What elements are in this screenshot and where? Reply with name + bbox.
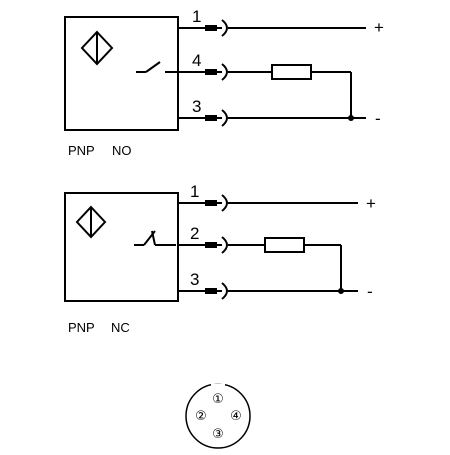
plug-arcs-nc xyxy=(205,194,228,300)
label-type-nc: PNP xyxy=(68,320,95,335)
pin-number-2-nc: 2 xyxy=(190,224,199,243)
sensor-symbol-icon xyxy=(80,30,114,66)
load-resistor-no xyxy=(271,64,312,80)
switch-no-icon xyxy=(136,61,178,73)
load-resistor-nc xyxy=(264,237,305,253)
terminal-minus-nc: - xyxy=(367,282,373,301)
terminal-plus-no: + xyxy=(374,18,384,37)
switch-nc-icon xyxy=(134,230,176,246)
terminal-plus-nc: + xyxy=(366,194,376,213)
pin-number-3-no: 3 xyxy=(192,97,201,116)
terminal-minus-no: - xyxy=(375,109,381,128)
plug-arcs-no xyxy=(205,19,228,127)
pin-number-1-nc: 1 xyxy=(190,182,199,201)
connector-pin-1: ① xyxy=(212,391,224,406)
connector-pinout: ① ② ③ ④ xyxy=(185,383,251,449)
label-mode-no: NO xyxy=(112,143,132,158)
pin-number-3-nc: 3 xyxy=(190,270,199,289)
circuit-pnp-no: 1 4 3 + - PNP NO xyxy=(64,7,384,158)
label-mode-nc: NC xyxy=(111,320,130,335)
circuit-pnp-nc: 1 2 3 + - PNP NC xyxy=(64,182,376,335)
junction-dot-no xyxy=(348,115,354,121)
connector-pin-3: ③ xyxy=(212,426,224,441)
label-type-no: PNP xyxy=(68,143,95,158)
pin-number-1-no: 1 xyxy=(192,7,201,26)
connector-pin-4: ④ xyxy=(230,408,242,423)
junction-dot-nc xyxy=(338,288,344,294)
sensor-box-nc xyxy=(64,192,179,302)
pin-number-4-no: 4 xyxy=(192,51,201,70)
connector-pin-2: ② xyxy=(195,408,207,423)
sensor-box-no xyxy=(64,16,179,131)
sensor-symbol-icon xyxy=(75,205,107,239)
